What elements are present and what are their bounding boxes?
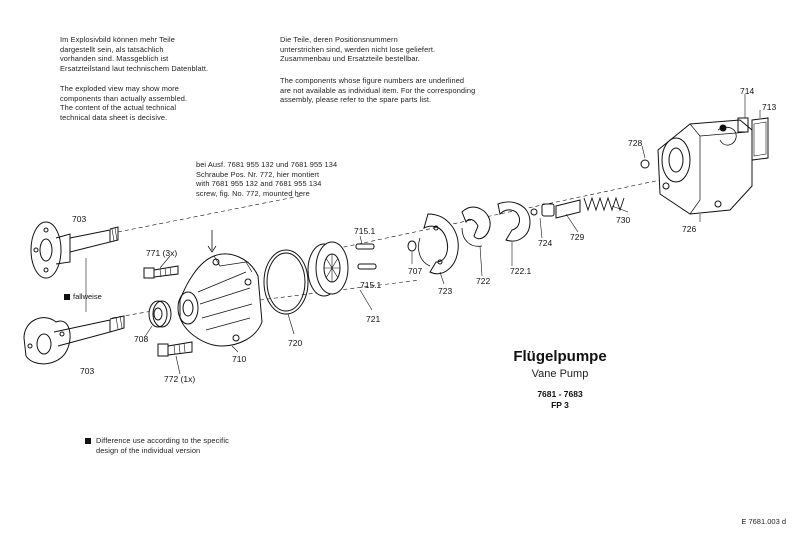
screw-771: [143, 265, 179, 279]
note-screw-mounting: bei Ausf. 7681 955 132 und 7681 955 134 …: [196, 160, 338, 198]
side-plate-722-1: [497, 201, 531, 242]
document-number: E 7681.003 d: [741, 517, 786, 526]
vane-plate-722: [461, 206, 491, 247]
part-label-703-top: 703: [72, 214, 87, 224]
part-label-710: 710: [232, 354, 247, 364]
part-label-721: 721: [366, 314, 381, 324]
plate-713: [751, 117, 769, 161]
title-german: Flügelpumpe: [513, 348, 607, 365]
shaft-seal-708: [148, 300, 172, 328]
pin-715-1: [355, 243, 377, 270]
legend-fallweise: fallweise: [64, 292, 102, 302]
shaft-flange-top: [30, 221, 119, 279]
part-label-729: 729: [570, 232, 585, 242]
o-ring-720: [263, 249, 309, 315]
part-label-722: 722: [476, 276, 491, 286]
part-label-728: 728: [628, 138, 643, 148]
ring-707: [407, 240, 417, 252]
part-label-707: 707: [408, 266, 423, 276]
note-underlined-de: Die Teile, deren Positionsnummern unters…: [280, 35, 436, 64]
screw-772: [157, 341, 193, 357]
part-label-730: 730: [616, 215, 631, 225]
pump-housing-710: [177, 230, 263, 347]
plug-714: [737, 117, 749, 133]
pump-cover-726: [657, 119, 753, 215]
valve-piston-729: [555, 199, 581, 219]
rotor-721: [307, 241, 349, 297]
assembly-axis: [111, 179, 661, 319]
title-english: Vane Pump: [531, 368, 589, 380]
part-label-724: 724: [538, 238, 553, 248]
legend-square-icon: [64, 294, 70, 301]
part-label-723: 723: [438, 286, 453, 296]
model-name: FP 3: [551, 400, 569, 410]
note-underlined-en: The components whose figure numbers are …: [280, 76, 476, 105]
legend-fallweise-text: fallweise: [73, 292, 102, 301]
spring-730: [583, 196, 625, 212]
leader-lines: [143, 94, 761, 375]
part-label-720: 720: [288, 338, 303, 348]
model-range: 7681 - 7683: [537, 389, 583, 399]
part-label-714: 714: [740, 86, 755, 96]
part-label-708: 708: [134, 334, 149, 344]
part-label-715-1-top: 715.1: [354, 226, 376, 236]
part-label-726: 726: [682, 224, 697, 234]
part-label-772: 772 (1x): [164, 374, 196, 384]
shaft-flange-bottom: [23, 315, 125, 365]
legend-difference: Difference use according to the specific…: [85, 436, 229, 455]
ring-728: [640, 159, 650, 169]
part-label-771: 771 (3x): [146, 248, 178, 258]
cam-ring-723: [418, 213, 459, 275]
legend-difference-text: Difference use according to the specific…: [96, 436, 229, 455]
part-label-703-bottom: 703: [80, 366, 95, 376]
note-explosion-de: Im Explosivbild können mehr Teile darges…: [60, 35, 209, 73]
note-explosion-en: The exploded view may show more componen…: [60, 84, 188, 122]
valve-724: [530, 203, 555, 217]
title-block: Flügelpumpe Vane Pump 7681 - 7683 FP 3: [480, 348, 640, 411]
legend-square-icon: [85, 438, 91, 444]
part-label-715-1-bottom: 715.1: [360, 280, 382, 290]
part-label-713: 713: [762, 102, 777, 112]
part-label-722-1: 722.1: [510, 266, 532, 276]
